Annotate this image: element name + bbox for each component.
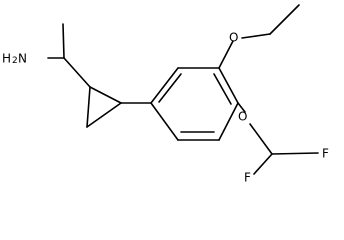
bond-aryl-ether-o [218,40,234,69]
bond-difluoro-o-c [249,123,273,155]
benzene-bond-1 [150,67,179,104]
benzene-double-1 [158,73,182,103]
amine-subscript-label: 2 [12,56,18,66]
bond-cf-1 [271,152,319,155]
fluorine-label-1: F [322,147,329,161]
bond-ether-o-ch2 [241,33,271,39]
difluoromethoxy-oxygen-label: O [238,110,247,124]
benzene-bond-4 [218,102,239,141]
ether-oxygen-label: O [229,31,238,45]
cyclopropane-bond-3 [86,102,122,128]
bond-ethyl [269,4,300,35]
cyclopropane-bond-1 [86,86,91,128]
bonds [47,4,319,175]
bond-c-cyclopropyl [63,57,91,88]
fluorine-label-2: F [244,171,251,185]
atom-labels: H 2 N O O F F [2,31,329,185]
cyclopropane-bond-2 [89,86,122,104]
amine-h-label: H [2,52,11,66]
benzene-double-2 [213,73,232,105]
bond-aryl-difluoro-o [237,102,246,113]
amine-n-label: N [18,52,27,66]
bond-cf-2 [253,153,273,175]
structure-canvas: H 2 N O O F F [2,4,329,185]
bond-methyl [62,23,65,59]
benzene-bond-3 [218,67,239,104]
molecule-structure: H 2 N O O F F [2,4,329,185]
benzene-bond-6 [150,102,179,141]
